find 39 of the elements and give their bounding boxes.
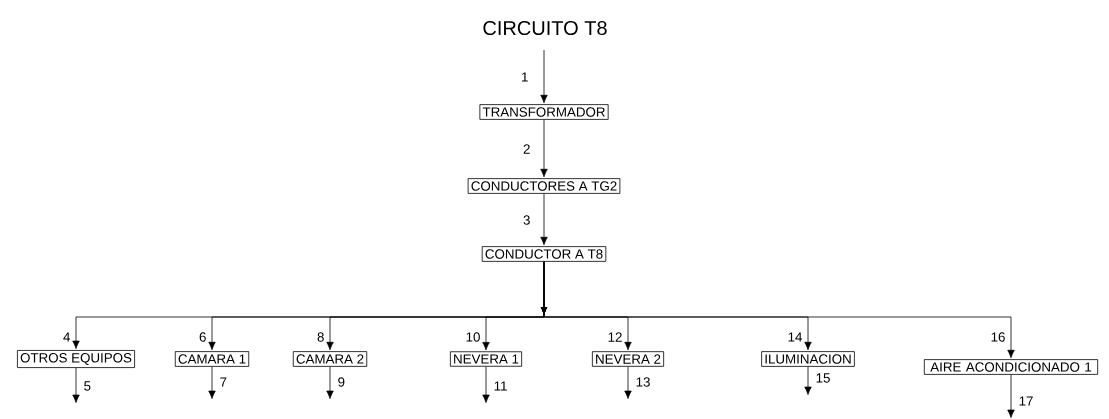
device-box: ILUMINACION	[761, 351, 855, 367]
device-box: CAMARA 2	[292, 351, 368, 367]
edge-label: 14	[788, 332, 802, 342]
edge-label: 8	[317, 332, 324, 342]
edge-label: 3	[523, 215, 530, 225]
arrow	[208, 366, 216, 399]
arrow	[541, 261, 1015, 359]
title: CIRCUITO T8	[483, 20, 607, 36]
device-box: TRANSFORMADOR	[479, 104, 609, 120]
edge-label: 15	[816, 373, 830, 383]
arrow	[624, 366, 632, 399]
edge-label: 1	[522, 72, 528, 82]
edge-label: 5	[84, 381, 91, 391]
arrow	[540, 119, 548, 178]
edge-label: 4	[63, 332, 70, 342]
edge-label: 11	[494, 381, 507, 391]
edge-label: 6	[199, 332, 206, 342]
arrow	[804, 366, 812, 395]
device-box: AIRE ACONDICIONADO 1	[923, 359, 1099, 375]
edge-label: 2	[523, 144, 530, 154]
edge-label: 16	[991, 332, 1005, 342]
arrow	[540, 49, 548, 104]
device-box: CAMARA 1	[174, 351, 250, 367]
arrow	[1007, 374, 1015, 418]
arrow	[326, 366, 334, 399]
edge-label: 13	[636, 377, 650, 387]
device-box: NEVERA 1	[449, 351, 523, 367]
edge-label: 9	[338, 377, 345, 387]
device-box: NEVERA 2	[591, 351, 665, 367]
edge-label: 10	[466, 332, 480, 342]
device-box: CONDUCTORES A TG2	[467, 178, 621, 194]
edge-label: 17	[1019, 396, 1033, 406]
arrow	[540, 193, 548, 246]
arrow	[72, 367, 80, 403]
edge-label: 7	[220, 377, 227, 387]
device-box: CONDUCTOR A T8	[481, 246, 607, 262]
edge-label: 12	[608, 332, 622, 342]
device-box: OTROS EQUIPOS	[17, 350, 135, 368]
arrow	[482, 366, 490, 403]
